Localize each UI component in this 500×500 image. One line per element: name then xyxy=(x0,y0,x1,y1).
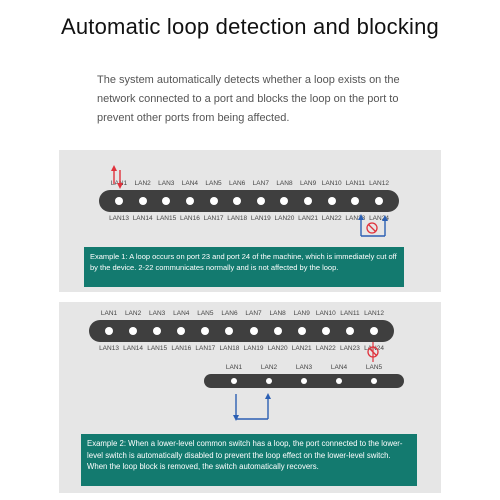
port-label: LAN18 xyxy=(227,215,248,222)
port-dot xyxy=(129,327,138,335)
port-dot xyxy=(209,197,218,205)
page-title: Automatic loop detection and blocking xyxy=(61,14,439,39)
port-label: LAN24 xyxy=(364,345,384,352)
port-label: LAN1 xyxy=(100,310,118,317)
port-label: LAN22 xyxy=(315,345,336,352)
port-dot xyxy=(321,327,330,335)
port-label: LAN19 xyxy=(250,215,271,222)
port-label: LAN24 xyxy=(369,215,389,222)
port-dot xyxy=(370,327,378,335)
port-dot xyxy=(225,327,234,335)
port-label: LAN11 xyxy=(340,310,360,317)
port-label: LAN22 xyxy=(321,215,342,222)
port-label: LAN16 xyxy=(171,345,192,352)
example1-panel: LAN1LAN2LAN3LAN4LAN5LAN6LAN7LAN8LAN9LAN1… xyxy=(59,150,441,292)
port-label: LAN5 xyxy=(205,180,222,187)
port-label: LAN3 xyxy=(158,180,175,187)
port-label: LAN23 xyxy=(339,345,360,352)
port-label: LAN8 xyxy=(269,310,286,317)
port-label: LAN5 xyxy=(365,364,383,371)
port-label: LAN15 xyxy=(156,215,177,222)
port-label: LAN5 xyxy=(197,310,214,317)
port-label: LAN7 xyxy=(245,310,262,317)
port-label: LAN13 xyxy=(109,215,129,222)
port-dot xyxy=(249,327,258,335)
example1-switch-bar xyxy=(99,190,399,212)
port-label: LAN21 xyxy=(298,215,319,222)
port-label: LAN14 xyxy=(123,345,144,352)
port-label: LAN4 xyxy=(181,180,199,187)
port-label: LAN10 xyxy=(315,310,336,317)
port-label: LAN18 xyxy=(219,345,240,352)
port-label: LAN16 xyxy=(179,215,200,222)
port-label: LAN9 xyxy=(293,310,310,317)
port-label: LAN9 xyxy=(299,180,317,187)
example2-note: Example 2: When a lower-level common swi… xyxy=(81,434,417,486)
port-label: LAN2 xyxy=(260,364,278,371)
port-dot xyxy=(351,197,360,205)
port-label: LAN11 xyxy=(345,180,366,187)
port-dot xyxy=(105,327,113,335)
port-label: LAN3 xyxy=(295,364,313,371)
port-label: LAN4 xyxy=(330,364,348,371)
port-dot xyxy=(153,327,162,335)
port-dot xyxy=(345,327,354,335)
loop-connector-icon xyxy=(233,393,271,421)
example1-note: Example 1: A loop occurs on port 23 and … xyxy=(84,247,404,287)
port-dot xyxy=(177,327,186,335)
port-label: LAN17 xyxy=(203,215,224,222)
example2-overlay xyxy=(233,342,379,421)
port-dot xyxy=(297,327,306,335)
port-label: LAN6 xyxy=(221,310,238,317)
port-dot xyxy=(201,327,210,335)
port-label: LAN10 xyxy=(321,180,342,187)
port-label: LAN21 xyxy=(291,345,312,352)
port-label: LAN20 xyxy=(267,345,288,352)
example1-overlay xyxy=(111,165,388,237)
blocked-port-icon xyxy=(366,222,378,234)
port-label: LAN1 xyxy=(225,364,243,371)
port-dot xyxy=(327,197,336,205)
port-dot xyxy=(162,197,171,205)
lower-switch-bar xyxy=(204,374,404,388)
port-dot xyxy=(375,197,383,205)
port-dot xyxy=(273,327,282,335)
port-label: LAN7 xyxy=(252,180,269,187)
port-label: LAN17 xyxy=(195,345,216,352)
port-dot xyxy=(115,197,123,205)
port-dot xyxy=(301,378,307,384)
port-label: LAN2 xyxy=(124,310,142,317)
port-dot xyxy=(266,378,272,384)
port-dot xyxy=(371,378,377,384)
example2-switch-bar xyxy=(89,320,394,342)
port-label: LAN2 xyxy=(134,180,151,187)
port-label: LAN19 xyxy=(243,345,264,352)
port-label: LAN23 xyxy=(345,215,366,222)
port-dot xyxy=(233,197,242,205)
port-label: LAN13 xyxy=(99,345,119,352)
description-text: The system automatically detects whether… xyxy=(97,74,400,124)
port-label: LAN6 xyxy=(229,180,246,187)
port-label: LAN15 xyxy=(147,345,168,352)
port-dot xyxy=(304,197,313,205)
loop-arrows-icon xyxy=(111,165,123,189)
loop-connector-icon xyxy=(358,214,388,237)
port-label: LAN8 xyxy=(276,180,293,187)
port-label: LAN20 xyxy=(274,215,295,222)
blocked-port-icon xyxy=(367,342,379,362)
port-label: LAN12 xyxy=(369,180,389,187)
port-dot xyxy=(185,197,194,205)
port-dot xyxy=(231,378,237,384)
port-label: LAN14 xyxy=(132,215,153,222)
port-label: LAN3 xyxy=(149,310,166,317)
port-dot xyxy=(336,378,342,384)
port-dot xyxy=(280,197,289,205)
port-label: LAN12 xyxy=(364,310,384,317)
port-dot xyxy=(138,197,147,205)
port-dot xyxy=(256,197,265,205)
port-label: LAN4 xyxy=(173,310,190,317)
